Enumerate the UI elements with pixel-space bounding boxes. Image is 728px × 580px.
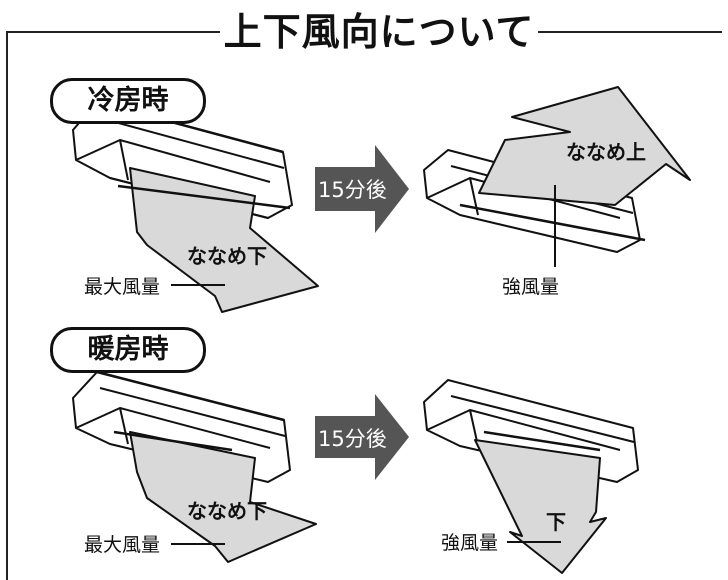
leader-line-cooling-before [171,284,225,286]
volume-label-cooling-before: 最大風量 [84,276,161,298]
section-heading-heating: 暖房時 [50,327,206,373]
airflow-heating-before [129,431,317,563]
section-heading-cooling: 冷房時 [50,78,206,124]
airflow-heating-after [474,439,607,574]
volume-label-heating-after: 強風量 [441,532,499,554]
airflow-cooling-before [129,167,319,313]
leader-line-heating-after [507,541,561,543]
louver-heating-before [113,430,233,452]
step-arrow-cooling [315,145,409,233]
step-label-heating: 15分後 [318,427,387,451]
airflow-cooling-after [478,86,691,206]
direction-label-heating-before: ななめ下 [187,499,267,523]
volume-label-cooling-after: 強風量 [502,276,560,298]
step-arrow-heating [315,394,409,480]
direction-label-cooling-after: ななめ上 [566,140,646,164]
frame-top-right [538,31,722,33]
leader-line-cooling-after [554,185,556,267]
louver-cooling-before [117,184,291,210]
step-label-cooling: 15分後 [318,178,387,202]
frame-left [6,31,8,580]
leader-line-heating-before [171,543,225,545]
direction-label-cooling-before: ななめ下 [187,244,267,268]
page-title: 上下風向について [220,6,538,58]
frame-top-left [6,31,220,33]
direction-label-heating-after: 下 [546,510,566,534]
louver-heating-after [483,430,601,452]
volume-label-heating-before: 最大風量 [84,534,161,556]
louver-cooling-after [459,203,646,242]
